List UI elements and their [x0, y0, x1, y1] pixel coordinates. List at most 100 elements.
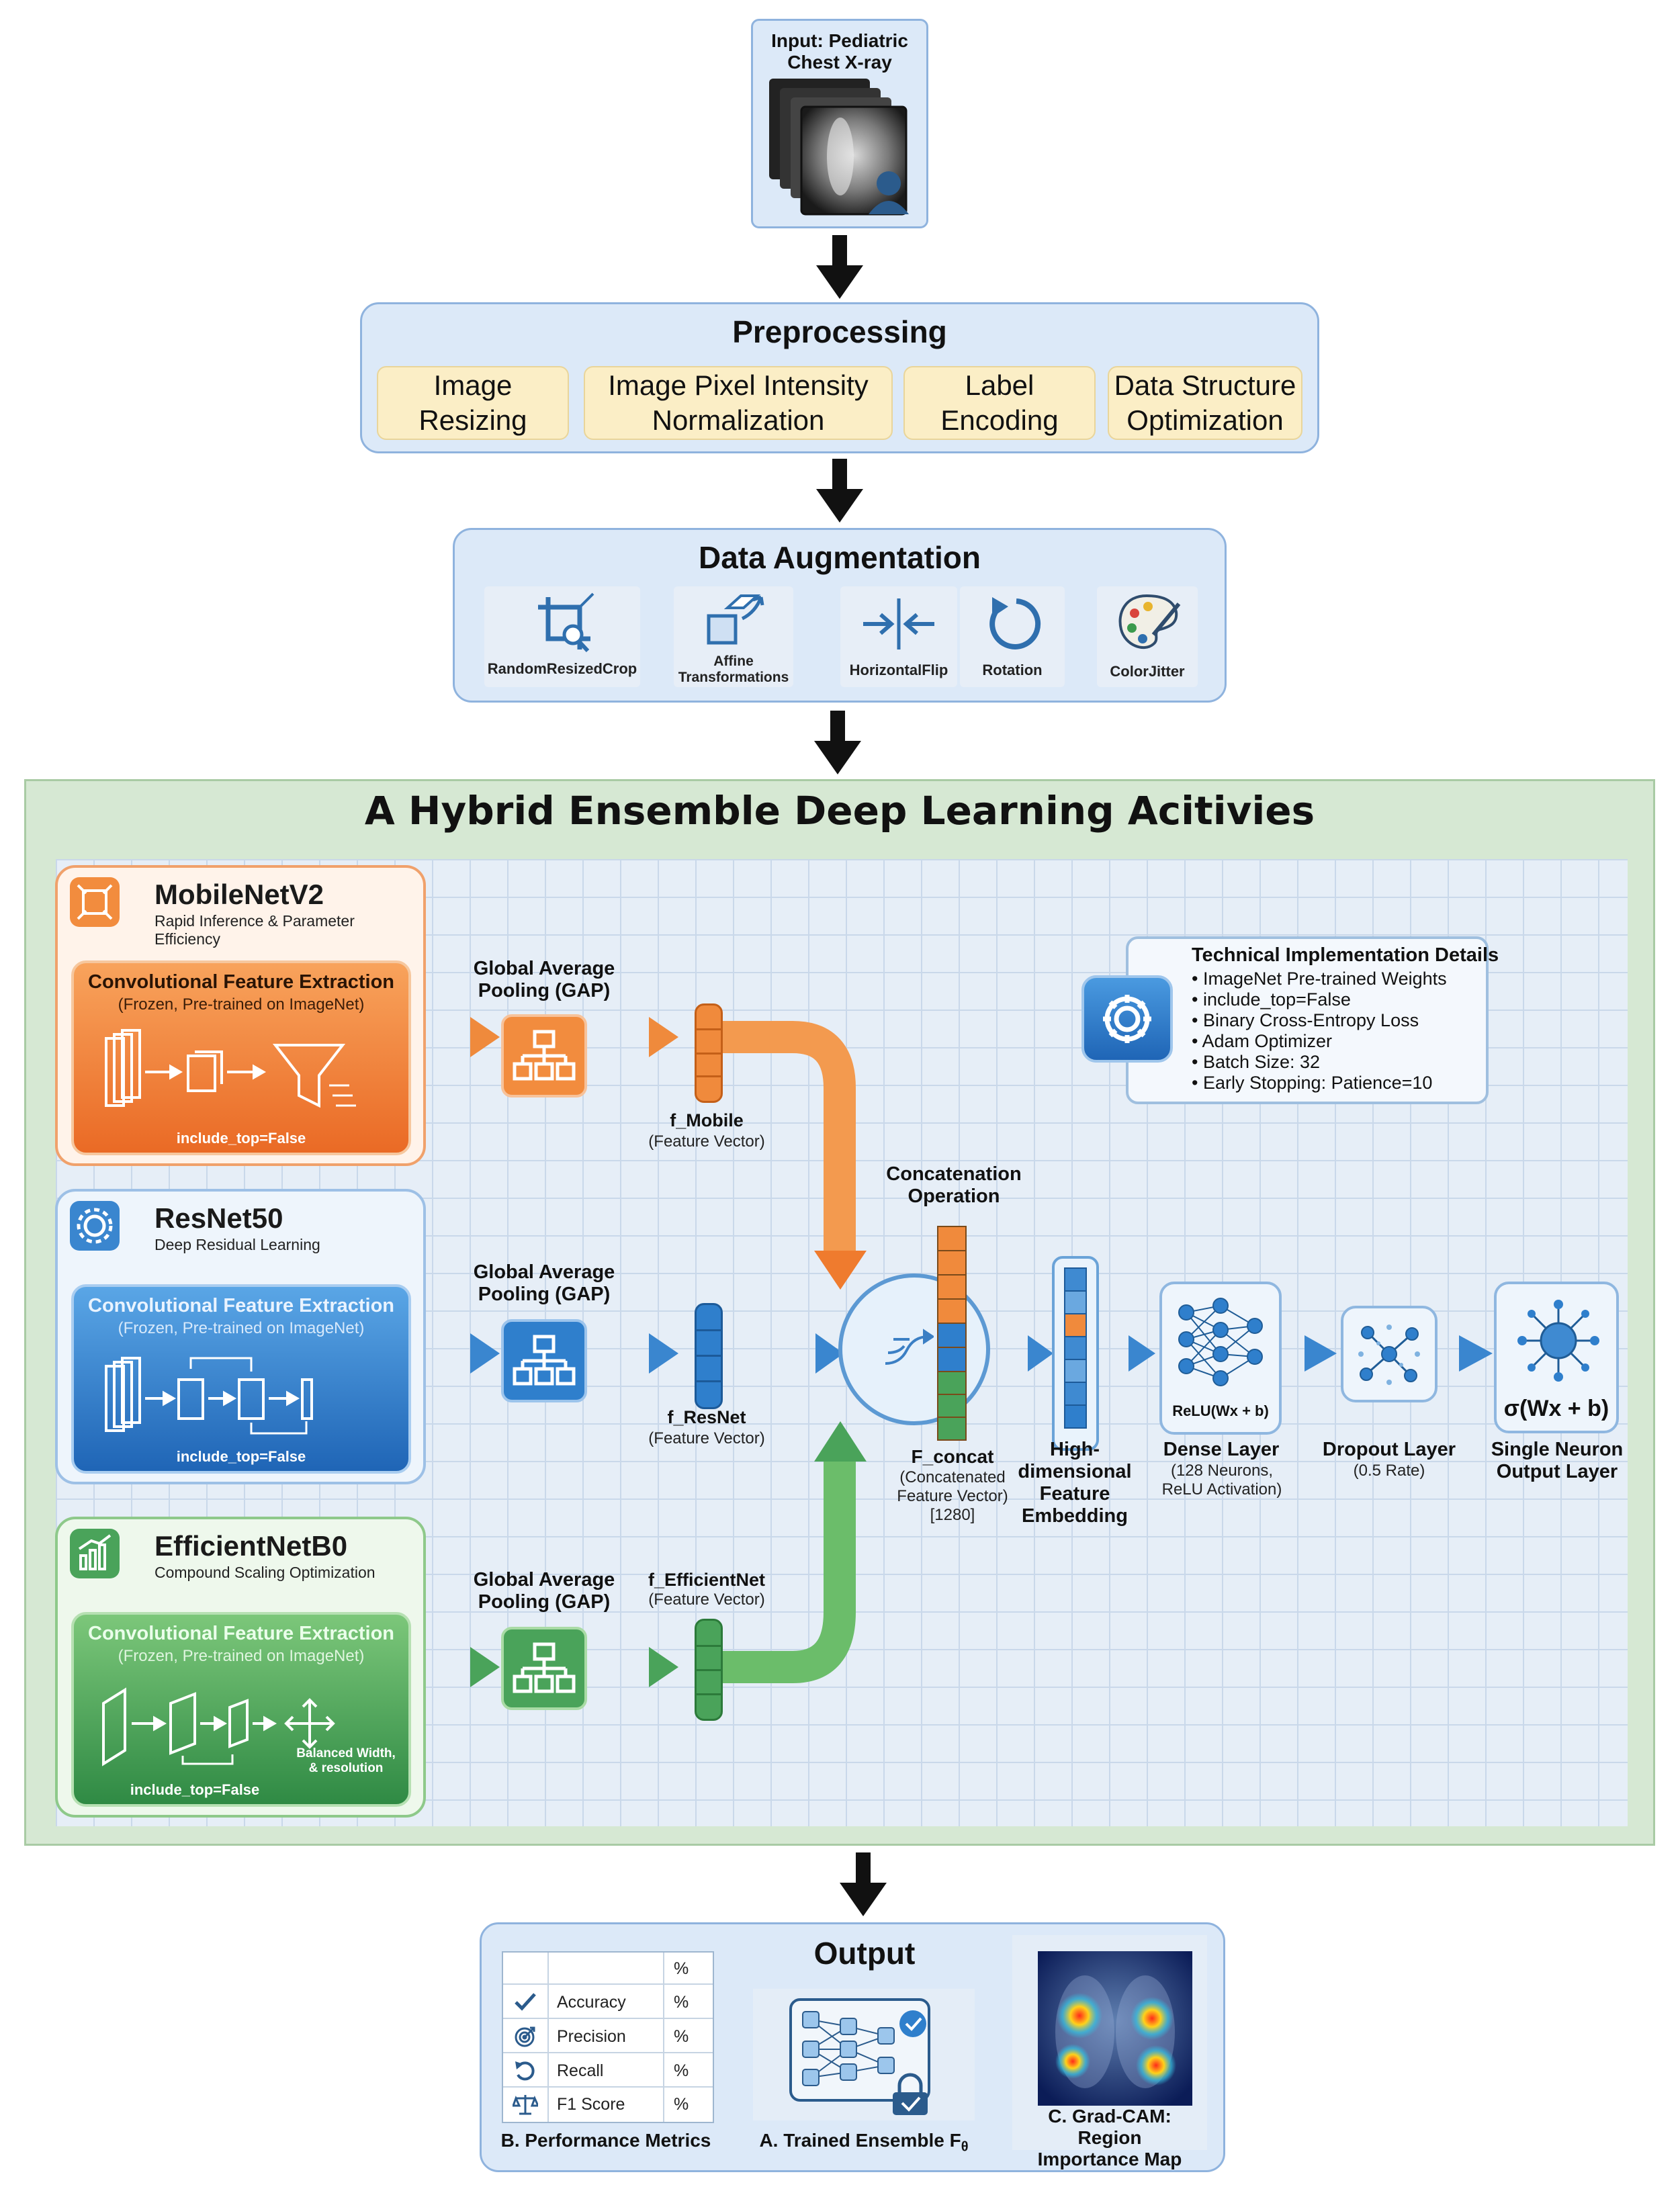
palette-icon [1118, 594, 1181, 649]
ensemble-caption-text: A. Trained Ensemble F [759, 2130, 961, 2151]
dropout-name: Dropout Layer [1322, 1439, 1456, 1460]
recall-icon [515, 2061, 535, 2081]
augmentation-box: Data Augmentation RandomResizedCrop Affi… [453, 528, 1227, 703]
model-subtitle-mobilenet: Rapid Inference & Parameter Efficiency [154, 912, 355, 948]
output-formula: σ(Wx + b) [1503, 1396, 1609, 1421]
concat-label: Concatenation Operation [886, 1163, 1022, 1207]
dense-name: Dense Layer [1163, 1439, 1280, 1460]
hierarchy-icon-mobilenet [513, 1030, 576, 1081]
vector-sub-mobilenet: (Feature Vector) [648, 1132, 765, 1151]
output-neuron-icon [1517, 1300, 1599, 1382]
vector-name-mobilenet: f_Mobile [670, 1110, 744, 1130]
efficientnet-extra-label: Balanced Width, & resolution [296, 1746, 396, 1775]
gradcam-caption: C. Grad-CAM: Region Importance Map [1037, 2106, 1182, 2169]
metrics-header-value: % [674, 1959, 689, 1978]
aug-random-resized-crop: RandomResizedCrop [484, 586, 640, 687]
ensemble-caption: A. Trained Ensemble Fθ [746, 2130, 981, 2158]
gap-box-efficientnet [501, 1627, 587, 1710]
model-name-efficientnet: EfficientNetB0 [154, 1530, 348, 1562]
balance-scale-icon [513, 2095, 538, 2115]
conv-layers-resnet [105, 1357, 313, 1435]
fconcat-name: F_concat [911, 1446, 994, 1467]
tech-item-6-text: Early Stopping: Patience=10 [1202, 1073, 1433, 1093]
metric-name-precision: Precision [557, 2027, 626, 2046]
tech-item-1-text: ImageNet Pre-trained Weights [1202, 969, 1447, 989]
metrics-caption: B. Performance Metrics [500, 2130, 711, 2151]
tech-item-3-text: Binary Cross-Entropy Loss [1202, 1010, 1419, 1030]
mobilenet-icon [70, 877, 120, 927]
model-card-mobilenet: MobileNetV2 Rapid Inference & Parameter … [55, 865, 426, 1166]
input-box: Input: Pediatric Chest X-ray [751, 19, 928, 228]
gap-label-mobilenet: Global Average Pooling (GAP) [473, 958, 615, 1001]
extract-resnet: Convolutional Feature Extraction (Frozen… [71, 1284, 411, 1474]
tech-item-1: • ImageNet Pre-trained Weights [1192, 969, 1447, 989]
conv-layers-efficientnet [102, 1687, 335, 1766]
embedding-vector [1052, 1256, 1099, 1451]
extract-title-efficientnet: Convolutional Feature Extraction [88, 1623, 394, 1644]
merge-icon [885, 1329, 934, 1365]
include-top-mobilenet: include_top=False [176, 1130, 306, 1147]
aug-label-affine: Affine Transformations [678, 654, 789, 685]
preprocessing-item-data-structure: Data Structure Optimization [1108, 366, 1302, 440]
concat-circle [838, 1273, 990, 1425]
dropout-icon [1358, 1325, 1420, 1385]
target-icon [515, 2026, 535, 2047]
vector-name-efficientnet: f_EfficientNet [648, 1570, 766, 1590]
trained-network-icon [789, 1998, 930, 2115]
gradcam-heatmap-image [1038, 1951, 1192, 2106]
tech-item-4: • Adam Optimizer [1192, 1031, 1333, 1051]
output-layer-box: σ(Wx + b) [1494, 1282, 1619, 1433]
flip-icon [863, 598, 934, 650]
extract-title-resnet: Convolutional Feature Extraction [88, 1295, 394, 1316]
gear-icon [1103, 995, 1151, 1043]
rotation-icon [989, 597, 1041, 650]
aug-label-rotation: Rotation [982, 662, 1043, 678]
model-name-resnet: ResNet50 [154, 1202, 283, 1234]
aug-horizontal-flip: HorizontalFlip [840, 586, 957, 687]
tech-gear-tile-front [1081, 975, 1173, 1063]
aug-label-flip: HorizontalFlip [849, 662, 948, 678]
tech-item-4-text: Adam Optimizer [1202, 1031, 1333, 1051]
model-name-mobilenet: MobileNetV2 [154, 879, 324, 910]
vector-efficientnet [695, 1619, 723, 1721]
tech-item-2-text: include_top=False [1202, 989, 1351, 1010]
metric-name-f1: F1 Score [557, 2095, 625, 2114]
preprocessing-box: Preprocessing Image Resizing Image Pixel… [360, 302, 1319, 453]
down-arrow-1 [816, 235, 863, 299]
metrics-table: % Accuracy % Precision % Recall % F1 Sco… [502, 1951, 714, 2123]
efficientnet-icon [70, 1529, 120, 1578]
output-layer-name: Single Neuron Output Layer [1491, 1439, 1624, 1482]
extract-sub-efficientnet: (Frozen, Pre-trained on ImageNet) [118, 1647, 365, 1665]
gap-label-resnet: Global Average Pooling (GAP) [473, 1261, 615, 1305]
down-arrow-2 [816, 459, 863, 523]
vector-mobilenet [695, 1003, 723, 1103]
down-arrow-3 [814, 711, 861, 774]
preprocessing-item-resizing: Image Resizing [377, 366, 569, 440]
metric-value-recall: % [674, 2061, 689, 2080]
neural-net-icon [1178, 1298, 1263, 1386]
tech-item-3: • Binary Cross-Entropy Loss [1192, 1010, 1419, 1030]
trained-ensemble-tile [753, 1989, 975, 2120]
hierarchy-icon-efficientnet [513, 1642, 576, 1693]
conv-layers-mobilenet [105, 1029, 356, 1108]
output-box: Output % Accuracy % Precision % Recall %… [480, 1922, 1225, 2172]
preprocessing-item-label-encoding: Label Encoding [903, 366, 1096, 440]
down-arrow-4 [840, 1852, 887, 1916]
fconcat-vector [937, 1226, 967, 1441]
include-top-efficientnet: include_top=False [130, 1781, 260, 1798]
augmentation-title: Data Augmentation [699, 540, 981, 575]
embedding-label: High-dimensional Feature Embedding [1018, 1439, 1132, 1527]
vector-name-resnet: f_ResNet [667, 1407, 746, 1427]
tech-item-5: • Batch Size: 32 [1192, 1052, 1321, 1072]
affine-icon [707, 594, 764, 645]
tech-item-2: • include_top=False [1192, 989, 1351, 1010]
resnet-icon [70, 1201, 120, 1251]
gap-label-efficientnet: Global Average Pooling (GAP) [473, 1569, 615, 1613]
dense-layer-box: ReLU(Wx + b) [1159, 1282, 1282, 1435]
xray-stack-icon [769, 79, 909, 216]
extract-efficientnet: Convolutional Feature Extraction (Frozen… [71, 1612, 411, 1807]
check-icon [515, 1993, 536, 2011]
input-title: Input: Pediatric Chest X-ray [771, 30, 908, 73]
aug-rotation: Rotation [960, 586, 1065, 687]
dense-formula: ReLU(Wx + b) [1172, 1402, 1269, 1419]
